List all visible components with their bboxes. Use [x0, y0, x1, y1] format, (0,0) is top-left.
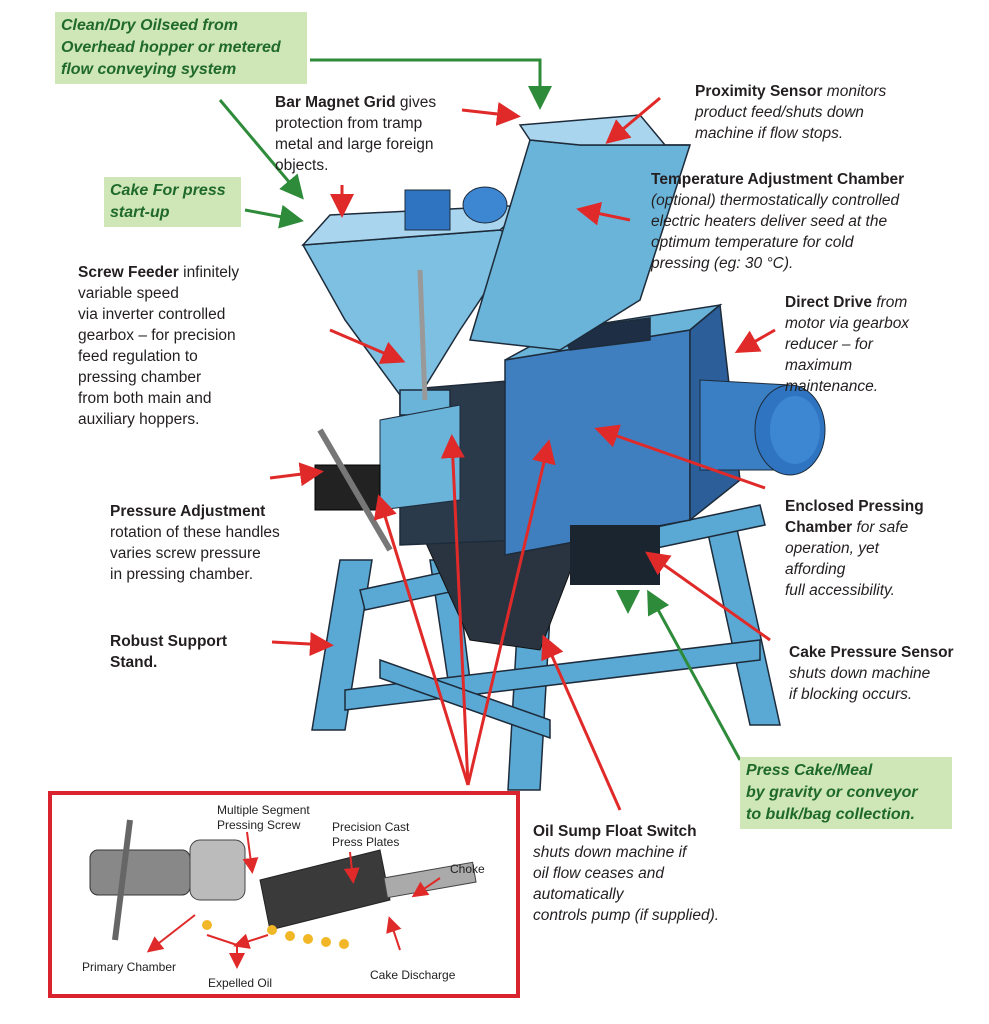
- label-title: Enclosed Pressing: [785, 498, 924, 515]
- bar-magnet-label: Bar Magnet Grid gives protection from tr…: [275, 92, 436, 176]
- label-line: maximum: [785, 357, 853, 374]
- precision-cast-label: Precision Cast Press Plates: [332, 820, 409, 850]
- label-line: controls pump (if supplied).: [533, 907, 720, 924]
- label-line: in pressing chamber.: [110, 566, 254, 583]
- pressure-adjustment-label: Pressure Adjustment rotation of these ha…: [110, 501, 280, 585]
- label-line: monitors: [822, 83, 887, 100]
- label-line: Clean/Dry Oilseed from: [61, 17, 238, 34]
- label-line: variable speed: [78, 285, 179, 302]
- label-line: operation, yet: [785, 540, 879, 557]
- label-line: by gravity or conveyor: [746, 784, 918, 801]
- direct-drive-label: Direct Drive from motor via gearbox redu…: [785, 292, 909, 397]
- drive-motor: [699, 379, 826, 476]
- label-line: product feed/shuts down: [695, 104, 864, 121]
- label-title: Bar Magnet Grid: [275, 94, 396, 111]
- label-line: gives: [395, 94, 437, 111]
- label-line: Multiple Segment: [217, 803, 310, 817]
- pressure-adjustment-handles: [314, 404, 461, 552]
- label-line: metal and large foreign: [275, 136, 434, 153]
- label-line: auxiliary hoppers.: [78, 411, 200, 428]
- label-line: for safe: [852, 519, 909, 536]
- label-line: automatically: [533, 886, 624, 903]
- label-line: to bulk/bag collection.: [746, 806, 915, 823]
- label-title: Screw Feeder: [78, 264, 179, 281]
- press-cake-label: Press Cake/Meal by gravity or conveyor t…: [740, 757, 952, 829]
- label-title: Temperature Adjustment Chamber: [651, 171, 905, 188]
- support-stand-label: Robust Support Stand.: [110, 631, 227, 673]
- label-line: Overhead hopper or metered: [61, 39, 281, 56]
- label-line: Pressing Screw: [217, 818, 301, 832]
- label-title: Cake Pressure Sensor: [789, 644, 954, 661]
- label-line: full accessibility.: [785, 582, 895, 599]
- label-line: via inverter controlled: [78, 306, 226, 323]
- label-title: Chamber: [785, 519, 853, 536]
- choke-label: Choke: [450, 862, 485, 876]
- feeder-gearmotor: [404, 186, 508, 231]
- cake-pressure-sensor-housing: [570, 525, 660, 585]
- label-line: shuts down machine if: [533, 844, 687, 861]
- label-title: Proximity Sensor: [695, 83, 823, 100]
- label-line: protection from tramp: [275, 115, 423, 132]
- label-line: pressing chamber: [78, 369, 202, 386]
- label-line: optimum temperature for cold: [651, 234, 854, 251]
- label-line: gearbox – for precision: [78, 327, 236, 344]
- label-line: machine if flow stops.: [695, 125, 844, 142]
- oil-sump-label: Oil Sump Float Switch shuts down machine…: [533, 821, 719, 926]
- cake-startup-label: Cake For press start-up: [104, 177, 241, 227]
- callout-arrows: [269, 96, 776, 811]
- proximity-sensor-label: Proximity Sensor monitors product feed/s…: [695, 81, 886, 144]
- cake-pressure-sensor-label: Cake Pressure Sensor shuts down machine …: [789, 642, 954, 705]
- label-line: start-up: [110, 204, 170, 221]
- expelled-oil-label: Expelled Oil: [208, 976, 273, 990]
- label-line: rotation of these handles: [110, 524, 280, 541]
- label-line: shuts down machine: [789, 665, 931, 682]
- label-line: objects.: [275, 157, 329, 174]
- label-line: Robust Support: [110, 633, 228, 650]
- label-line: Press Plates: [332, 835, 400, 849]
- label-title: Pressure Adjustment: [110, 503, 266, 520]
- label-line: flow conveying system: [61, 61, 237, 78]
- enclosed-chamber-label: Enclosed Pressing Chamber for safe opera…: [785, 496, 924, 601]
- temperature-chamber-label: Temperature Adjustment Chamber (optional…: [651, 169, 904, 274]
- label-line: Precision Cast: [332, 820, 410, 834]
- label-line: varies screw pressure: [110, 545, 261, 562]
- primary-chamber-label: Primary Chamber: [82, 960, 177, 974]
- label-title: Oil Sump Float Switch: [533, 823, 697, 840]
- screw-feeder-label: Screw Feeder infinitely variable speed v…: [78, 262, 239, 430]
- label-line: Press Cake/Meal: [746, 762, 873, 779]
- label-line: Cake For press: [110, 182, 226, 199]
- label-line: feed regulation to: [78, 348, 198, 365]
- label-line: infinitely: [178, 264, 240, 281]
- label-line: reducer – for: [785, 336, 873, 353]
- label-line: if blocking occurs.: [789, 686, 913, 703]
- label-title: Direct Drive: [785, 294, 873, 311]
- label-line: electric heaters deliver seed at the: [651, 213, 888, 230]
- multiple-segment-label: Multiple Segment Pressing Screw: [217, 803, 310, 833]
- label-line: motor via gearbox: [785, 315, 910, 332]
- label-line: maintenance.: [785, 378, 879, 395]
- label-line: affording: [785, 561, 846, 578]
- feed-arrows: [218, 58, 742, 761]
- cake-discharge-label: Cake Discharge: [370, 968, 456, 982]
- temperature-chamber: [469, 114, 692, 351]
- label-line: pressing (eg: 30 °C).: [651, 255, 794, 272]
- oilseed-feed-label: Clean/Dry Oilseed from Overhead hopper o…: [55, 12, 307, 84]
- label-line: from both main and: [78, 390, 212, 407]
- label-line: (optional) thermostatically controlled: [651, 192, 900, 209]
- label-line: Stand.: [110, 654, 158, 671]
- label-line: oil flow ceases and: [533, 865, 664, 882]
- label-line: from: [872, 294, 908, 311]
